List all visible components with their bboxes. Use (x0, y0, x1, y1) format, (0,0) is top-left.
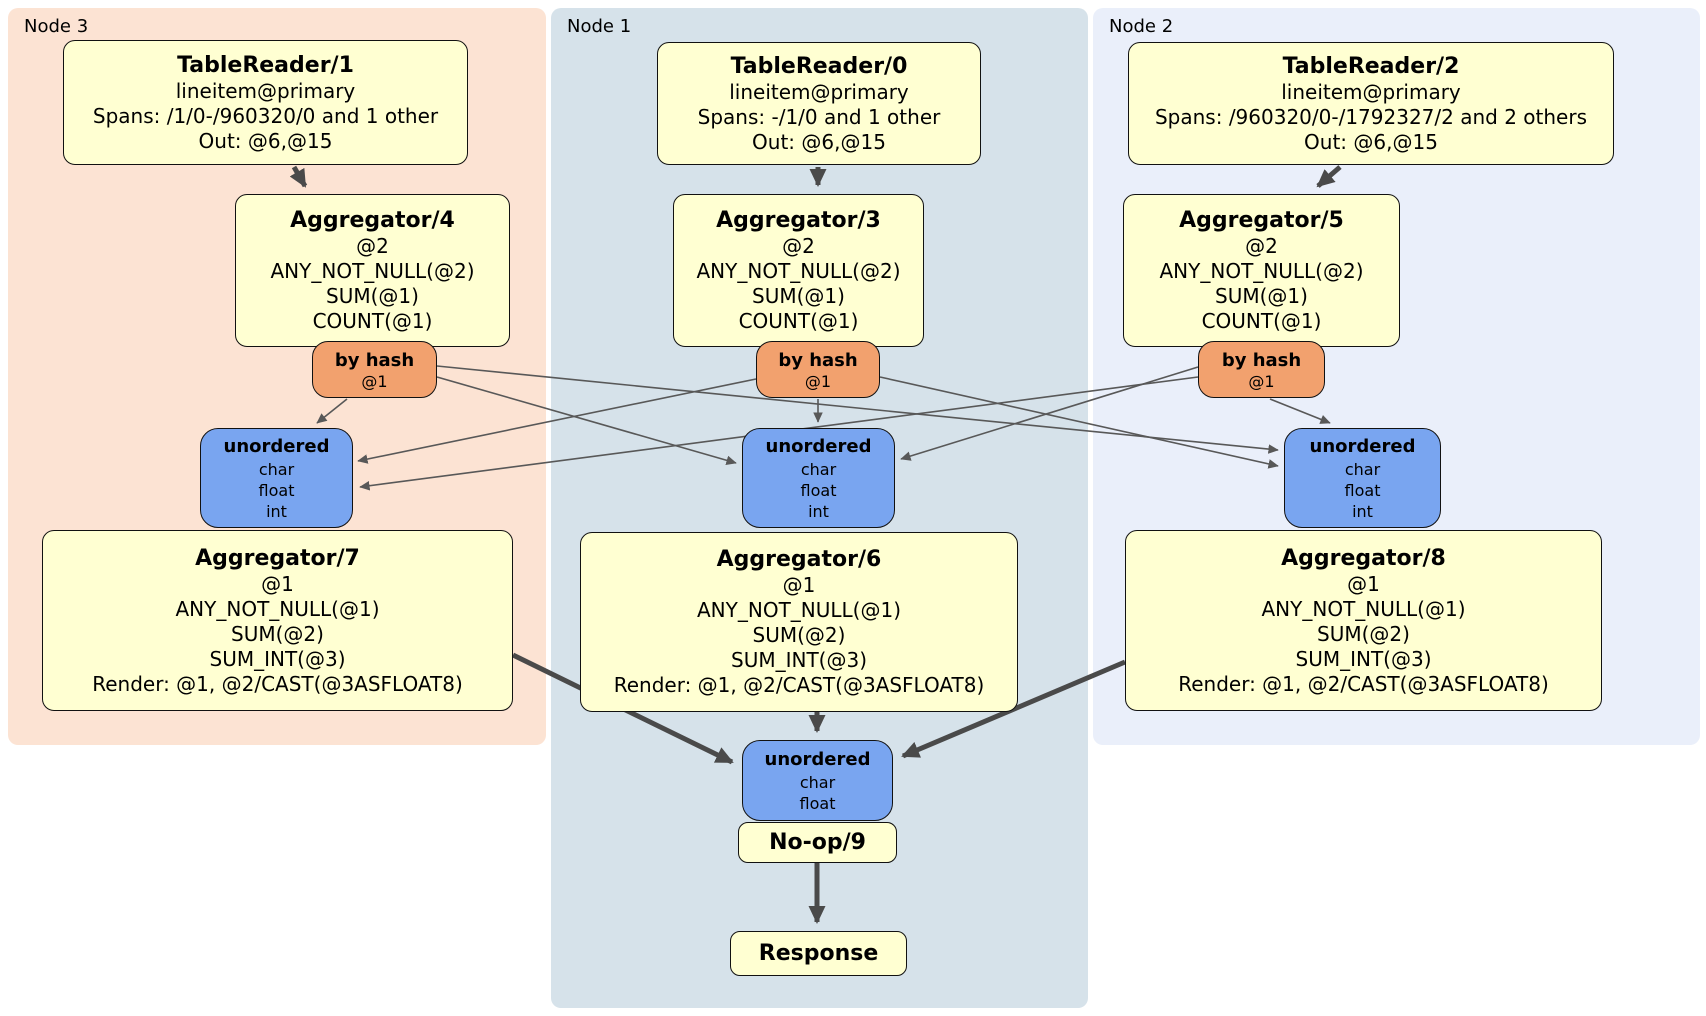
edge-router3-sync1 (436, 376, 737, 465)
aggregator8-title: Aggregator/8 (1281, 545, 1446, 571)
aggregator7-fn1: ANY_NOT_NULL(@1) (175, 596, 380, 621)
aggregator5-title: Aggregator/5 (1179, 208, 1344, 233)
noop-box: No-op/9 (738, 822, 897, 863)
response-box: Response (730, 931, 907, 976)
final-sync-title: unordered (764, 748, 871, 770)
edge-router2-sync1 (900, 366, 1199, 461)
edge-router1-sync3 (357, 378, 757, 464)
aggregator3-box: Aggregator/3 @2 ANY_NOT_NULL(@2) SUM(@1)… (673, 194, 924, 347)
node1-label: Node 1 (567, 16, 632, 37)
aggregator8-fn3: SUM_INT(@3) (1295, 646, 1432, 671)
edge-router2-sync2 (1269, 398, 1331, 424)
sync1-col3: int (808, 501, 829, 521)
tablereader0-title: TableReader/0 (730, 53, 908, 79)
sync3-col2: float (258, 480, 295, 500)
router1-by-hash: by hash @1 (756, 341, 880, 398)
final-sync-col1: char (799, 772, 836, 792)
node3-label: Node 3 (24, 16, 89, 37)
tablereader0-box: TableReader/0 lineitem@primary Spans: -/… (657, 42, 981, 165)
aggregator5-fn2: SUM(@1) (1215, 284, 1308, 308)
aggregator8-box: Aggregator/8 @1 ANY_NOT_NULL(@1) SUM(@2)… (1125, 530, 1602, 711)
sync1-col1: char (800, 459, 837, 479)
tablereader2-out: Out: @6,@15 (1304, 129, 1438, 154)
aggregator7-render: Render: @1, @2/CAST(@3ASFLOAT8) (92, 671, 463, 696)
tablereader1-title: TableReader/1 (177, 52, 354, 78)
tablereader2-spans: Spans: /960320/0-/1792327/2 and 2 others (1154, 104, 1587, 129)
aggregator3-group: @2 (782, 234, 815, 258)
sync3-col3: int (266, 501, 287, 521)
response-title: Response (758, 940, 879, 966)
tablereader1-spans: Spans: /1/0-/960320/0 and 1 other (92, 103, 439, 128)
router2-title: by hash (1221, 349, 1302, 371)
router2-key: @1 (1248, 371, 1275, 391)
tablereader1-out: Out: @6,@15 (198, 128, 333, 153)
sync2-title: unordered (1309, 435, 1416, 457)
aggregator3-fn2: SUM(@1) (752, 284, 845, 308)
aggregator8-fn1: ANY_NOT_NULL(@1) (1261, 596, 1466, 621)
router3-title: by hash (334, 349, 415, 371)
edge-tablereader2-aggregator5 (1316, 165, 1342, 188)
sync3-unordered: unordered char float int (200, 428, 353, 528)
aggregator6-title: Aggregator/6 (716, 547, 882, 572)
sync2-col1: char (1344, 459, 1381, 479)
aggregator3-fn1: ANY_NOT_NULL(@2) (696, 259, 901, 283)
tablereader2-box: TableReader/2 lineitem@primary Spans: /9… (1128, 42, 1614, 165)
edge-router3-sync2 (436, 365, 1279, 454)
router3-key: @1 (361, 371, 388, 391)
tablereader1-index: lineitem@primary (175, 78, 356, 103)
tablereader0-spans: Spans: -/1/0 and 1 other (697, 104, 941, 129)
tablereader0-out: Out: @6,@15 (752, 129, 886, 154)
aggregator6-render: Render: @1, @2/CAST(@3ASFLOAT8) (613, 673, 985, 697)
router2-by-hash: by hash @1 (1198, 341, 1325, 398)
router1-title: by hash (778, 349, 858, 371)
sync3-col1: char (258, 459, 295, 479)
aggregator6-group: @1 (782, 573, 816, 597)
router1-key: @1 (804, 371, 832, 391)
router3-by-hash: by hash @1 (312, 341, 437, 398)
aggregator3-fn3: COUNT(@1) (738, 309, 859, 333)
tablereader0-index: lineitem@primary (729, 79, 909, 104)
aggregator4-box: Aggregator/4 @2 ANY_NOT_NULL(@2) SUM(@1)… (235, 194, 510, 347)
aggregator5-fn3: COUNT(@1) (1201, 309, 1322, 333)
edge-router1-sync2 (879, 376, 1279, 469)
aggregator3-title: Aggregator/3 (716, 208, 881, 233)
aggregator4-title: Aggregator/4 (290, 208, 455, 233)
aggregator6-fn2: SUM(@2) (752, 623, 846, 647)
tablereader2-title: TableReader/2 (1282, 53, 1460, 79)
edge-router3-sync3 (316, 398, 348, 424)
aggregator5-fn1: ANY_NOT_NULL(@2) (1159, 259, 1364, 283)
aggregator7-box: Aggregator/7 @1 ANY_NOT_NULL(@1) SUM(@2)… (42, 530, 513, 711)
aggregator7-group: @1 (261, 571, 294, 596)
sync2-col3: int (1352, 501, 1373, 521)
edge-tablereader1-aggregator4 (289, 165, 308, 188)
sync2-col2: float (1344, 480, 1381, 500)
edge-aggregator8-final-sync (901, 659, 1126, 759)
final-sync-col2: float (799, 793, 836, 813)
aggregator8-group: @1 (1347, 571, 1380, 596)
sync3-title: unordered (223, 435, 330, 457)
noop-title: No-op/9 (769, 829, 866, 855)
aggregator7-fn3: SUM_INT(@3) (209, 646, 346, 671)
tablereader2-index: lineitem@primary (1281, 79, 1461, 104)
aggregator5-box: Aggregator/5 @2 ANY_NOT_NULL(@2) SUM(@1)… (1123, 194, 1400, 347)
aggregator4-fn3: COUNT(@1) (312, 309, 433, 333)
aggregator5-group: @2 (1245, 234, 1278, 258)
aggregator6-fn3: SUM_INT(@3) (731, 648, 867, 672)
aggregator7-fn2: SUM(@2) (231, 621, 324, 646)
tablereader1-box: TableReader/1 lineitem@primary Spans: /1… (63, 40, 468, 165)
aggregator4-group: @2 (356, 234, 389, 258)
aggregator6-fn1: ANY_NOT_NULL(@1) (697, 598, 901, 622)
sync1-title: unordered (765, 435, 872, 457)
aggregator4-fn2: SUM(@1) (326, 284, 419, 308)
sync2-unordered: unordered char float int (1284, 428, 1441, 528)
aggregator8-fn2: SUM(@2) (1317, 621, 1410, 646)
aggregator4-fn1: ANY_NOT_NULL(@2) (270, 259, 475, 283)
sync1-unordered: unordered char float int (742, 428, 895, 528)
node2-label: Node 2 (1109, 16, 1174, 37)
final-sync-unordered: unordered char float (742, 740, 893, 821)
sync1-col2: float (800, 480, 837, 500)
aggregator8-render: Render: @1, @2/CAST(@3ASFLOAT8) (1178, 671, 1549, 696)
aggregator7-title: Aggregator/7 (195, 545, 360, 571)
aggregator6-box: Aggregator/6 @1 ANY_NOT_NULL(@1) SUM(@2)… (580, 532, 1018, 712)
